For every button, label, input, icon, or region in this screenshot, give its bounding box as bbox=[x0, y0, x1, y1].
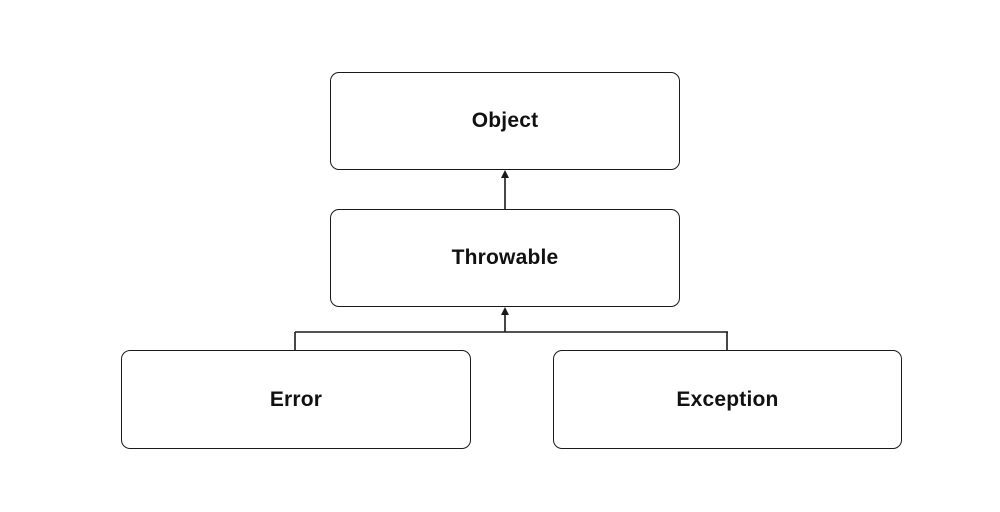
node-object-label: Object bbox=[471, 109, 539, 132]
node-error-label: Error bbox=[269, 387, 323, 411]
node-object: Object bbox=[330, 72, 680, 170]
node-throwable: Throwable bbox=[330, 209, 680, 307]
arrowhead-throwable-icon bbox=[501, 307, 509, 315]
node-throwable-label: Throwable bbox=[451, 246, 559, 269]
node-exception: Exception bbox=[553, 350, 902, 449]
node-exception-label: Exception bbox=[676, 387, 779, 411]
arrowhead-object-icon bbox=[501, 170, 509, 178]
node-error: Error bbox=[121, 350, 471, 449]
